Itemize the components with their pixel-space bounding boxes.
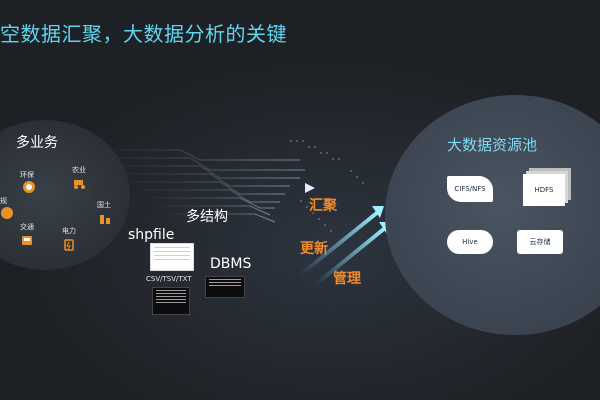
hdfs-label: HDFS (534, 186, 554, 194)
leaf-icon (23, 181, 35, 193)
business-heading: 多业务 (16, 135, 58, 151)
plan-icon (1, 207, 13, 219)
cifs-nfs-label: CIFS/NFS (454, 185, 486, 193)
tractor-icon (74, 180, 85, 189)
business-item-label: 国土 (97, 201, 111, 209)
cloud-storage: 云存储 (517, 230, 563, 254)
resource-pool-circle (385, 95, 600, 335)
hive-label: Hive (462, 238, 478, 246)
database-terminal-icon (205, 276, 245, 298)
action-update: 更新 (300, 241, 328, 257)
business-item-label: 交通 (20, 223, 34, 231)
business-item-label: 规 (0, 197, 7, 205)
shpfile-label: shpfile (128, 227, 175, 243)
action-manage: 管理 (333, 271, 361, 287)
business-item-label: 环保 (20, 171, 34, 179)
resource-pool-heading: 大数据资源池 (447, 136, 538, 154)
slide-title: 空数据汇聚，大数据分析的关键 (0, 22, 287, 46)
hdfs-storage: HDFS (523, 174, 565, 206)
business-item-label: 电力 (62, 227, 76, 235)
land-icon (100, 215, 110, 224)
business-item-label: 农业 (72, 166, 86, 174)
structure-heading: 多结构 (186, 209, 228, 225)
hive-storage: Hive (447, 230, 493, 254)
csv-label: CSV/TSV/TXT (146, 275, 192, 283)
dbms-label: DBMS (210, 256, 252, 272)
power-icon (64, 239, 74, 251)
cifs-nfs-storage: CIFS/NFS (447, 176, 493, 202)
action-aggregate: 汇聚 (309, 198, 337, 214)
csv-file-icon (152, 287, 190, 315)
table-document-icon (150, 243, 194, 271)
bus-icon (22, 236, 32, 245)
cloud-storage-label: 云存储 (529, 238, 551, 246)
